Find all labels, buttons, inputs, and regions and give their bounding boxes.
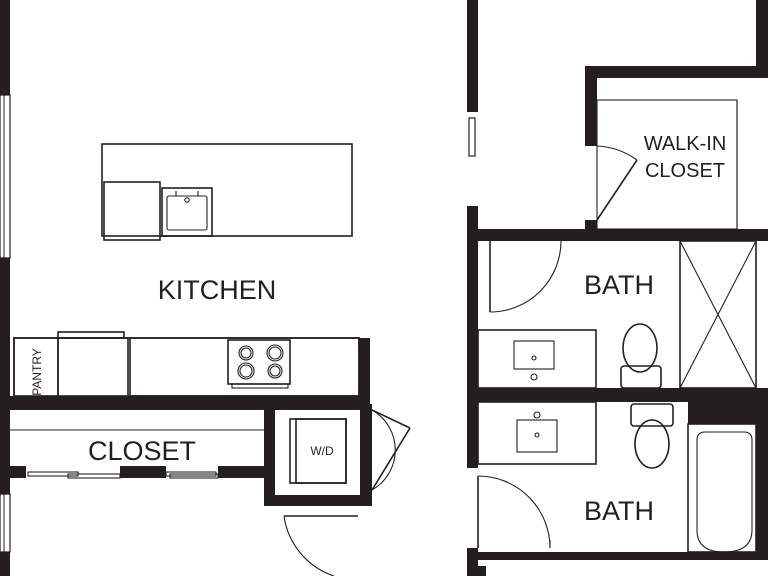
kitchen-closet-wall <box>0 396 370 410</box>
entry-door-swing <box>283 515 358 576</box>
left-exterior-wall-bottom <box>0 552 10 576</box>
bath-divider-wall <box>478 388 690 402</box>
bath-upper-door <box>489 240 562 313</box>
kitchen-island <box>101 143 353 241</box>
walk-in-wall-left <box>585 66 597 146</box>
closet-bottom-wall-left <box>10 466 26 478</box>
room-label-kitchen: KITCHEN <box>158 275 277 305</box>
left-exterior-wall <box>0 0 10 95</box>
laundry-wall-bottom <box>264 495 372 506</box>
refrigerator <box>57 337 129 403</box>
toilet-lower <box>630 403 674 469</box>
laundry-door-swing <box>371 409 411 491</box>
left-window <box>0 94 11 553</box>
kitchen-counter <box>13 331 360 403</box>
central-wall-middle <box>467 206 478 468</box>
room-label-closet: CLOSET <box>88 436 196 466</box>
bath-upper-top-wall <box>478 229 568 241</box>
washer-dryer <box>289 418 347 484</box>
toilet-upper <box>620 323 662 389</box>
vanity-lower <box>477 401 597 465</box>
cooktop <box>227 339 291 389</box>
laundry-wall-right <box>360 404 372 506</box>
closet-bottom-wall-right <box>218 466 266 478</box>
bath-upper-top-wall-right <box>560 229 768 241</box>
pantry-label: PANTRY <box>30 348 44 396</box>
room-label-bath-upper: BATH <box>584 270 654 300</box>
right-exterior-wall <box>756 0 768 78</box>
walk-in-door-swing <box>596 145 638 221</box>
right-exterior-wall-lower <box>756 424 768 576</box>
walk-in-wall-top <box>585 66 768 78</box>
room-label-bath-lower: BATH <box>584 496 654 526</box>
room-label-walk-in-line2: CLOSET <box>645 160 725 182</box>
bath-divider-wall-right <box>688 388 768 424</box>
laundry-wall-left <box>264 404 275 506</box>
vanity-upper <box>477 329 597 389</box>
closet-sliding-doors <box>27 471 219 479</box>
walk-in-closet <box>596 99 738 230</box>
central-wall-bottom <box>467 548 478 576</box>
kitchen-counter-end-wall <box>359 338 370 410</box>
bathtub-lower <box>687 423 757 553</box>
washer-dryer-label: W/D <box>310 444 334 458</box>
bath-lower-door <box>477 475 551 549</box>
central-wall-top <box>467 0 478 112</box>
room-label-walk-in-line1: WALK-IN <box>644 133 727 155</box>
closet-bottom-wall-mid <box>120 466 166 478</box>
left-exterior-wall-lower <box>0 258 10 494</box>
shower-upper <box>679 240 757 389</box>
